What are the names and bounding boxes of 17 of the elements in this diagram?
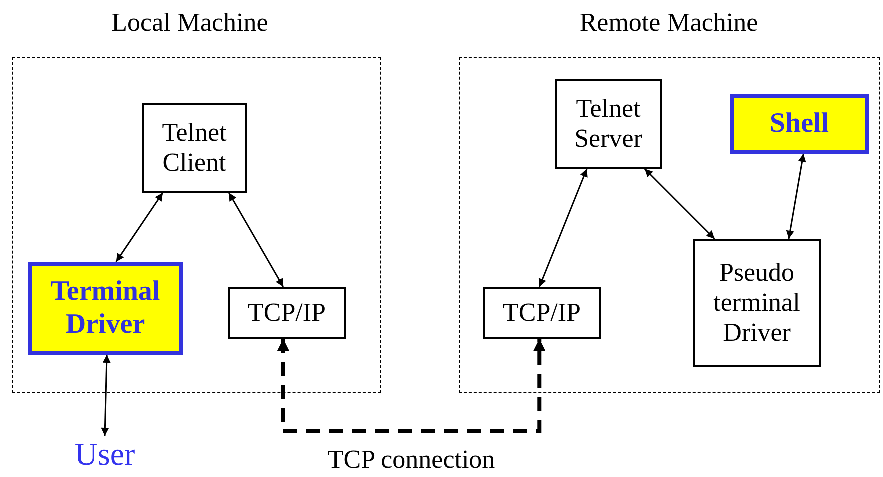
highlighted-box: Terminal Driver: [28, 262, 183, 355]
process-box: Telnet Client: [142, 103, 247, 193]
process-box: TCP/IP: [483, 287, 601, 339]
process-box: Pseudo terminal Driver: [693, 239, 821, 367]
process-box: Telnet Server: [555, 79, 662, 169]
dashed-connector: [277, 339, 546, 433]
user-label: User: [74, 436, 136, 472]
arrow: [786, 154, 806, 240]
arrow: [644, 168, 716, 240]
process-box: TCP/IP: [228, 287, 346, 339]
arrow: [101, 354, 111, 436]
arrow: [116, 192, 164, 262]
arrow: [538, 168, 588, 288]
group-heading: Local Machine: [112, 8, 268, 38]
group-heading: Remote Machine: [580, 8, 758, 38]
arrow: [228, 192, 284, 288]
highlighted-box: Shell: [730, 94, 869, 154]
